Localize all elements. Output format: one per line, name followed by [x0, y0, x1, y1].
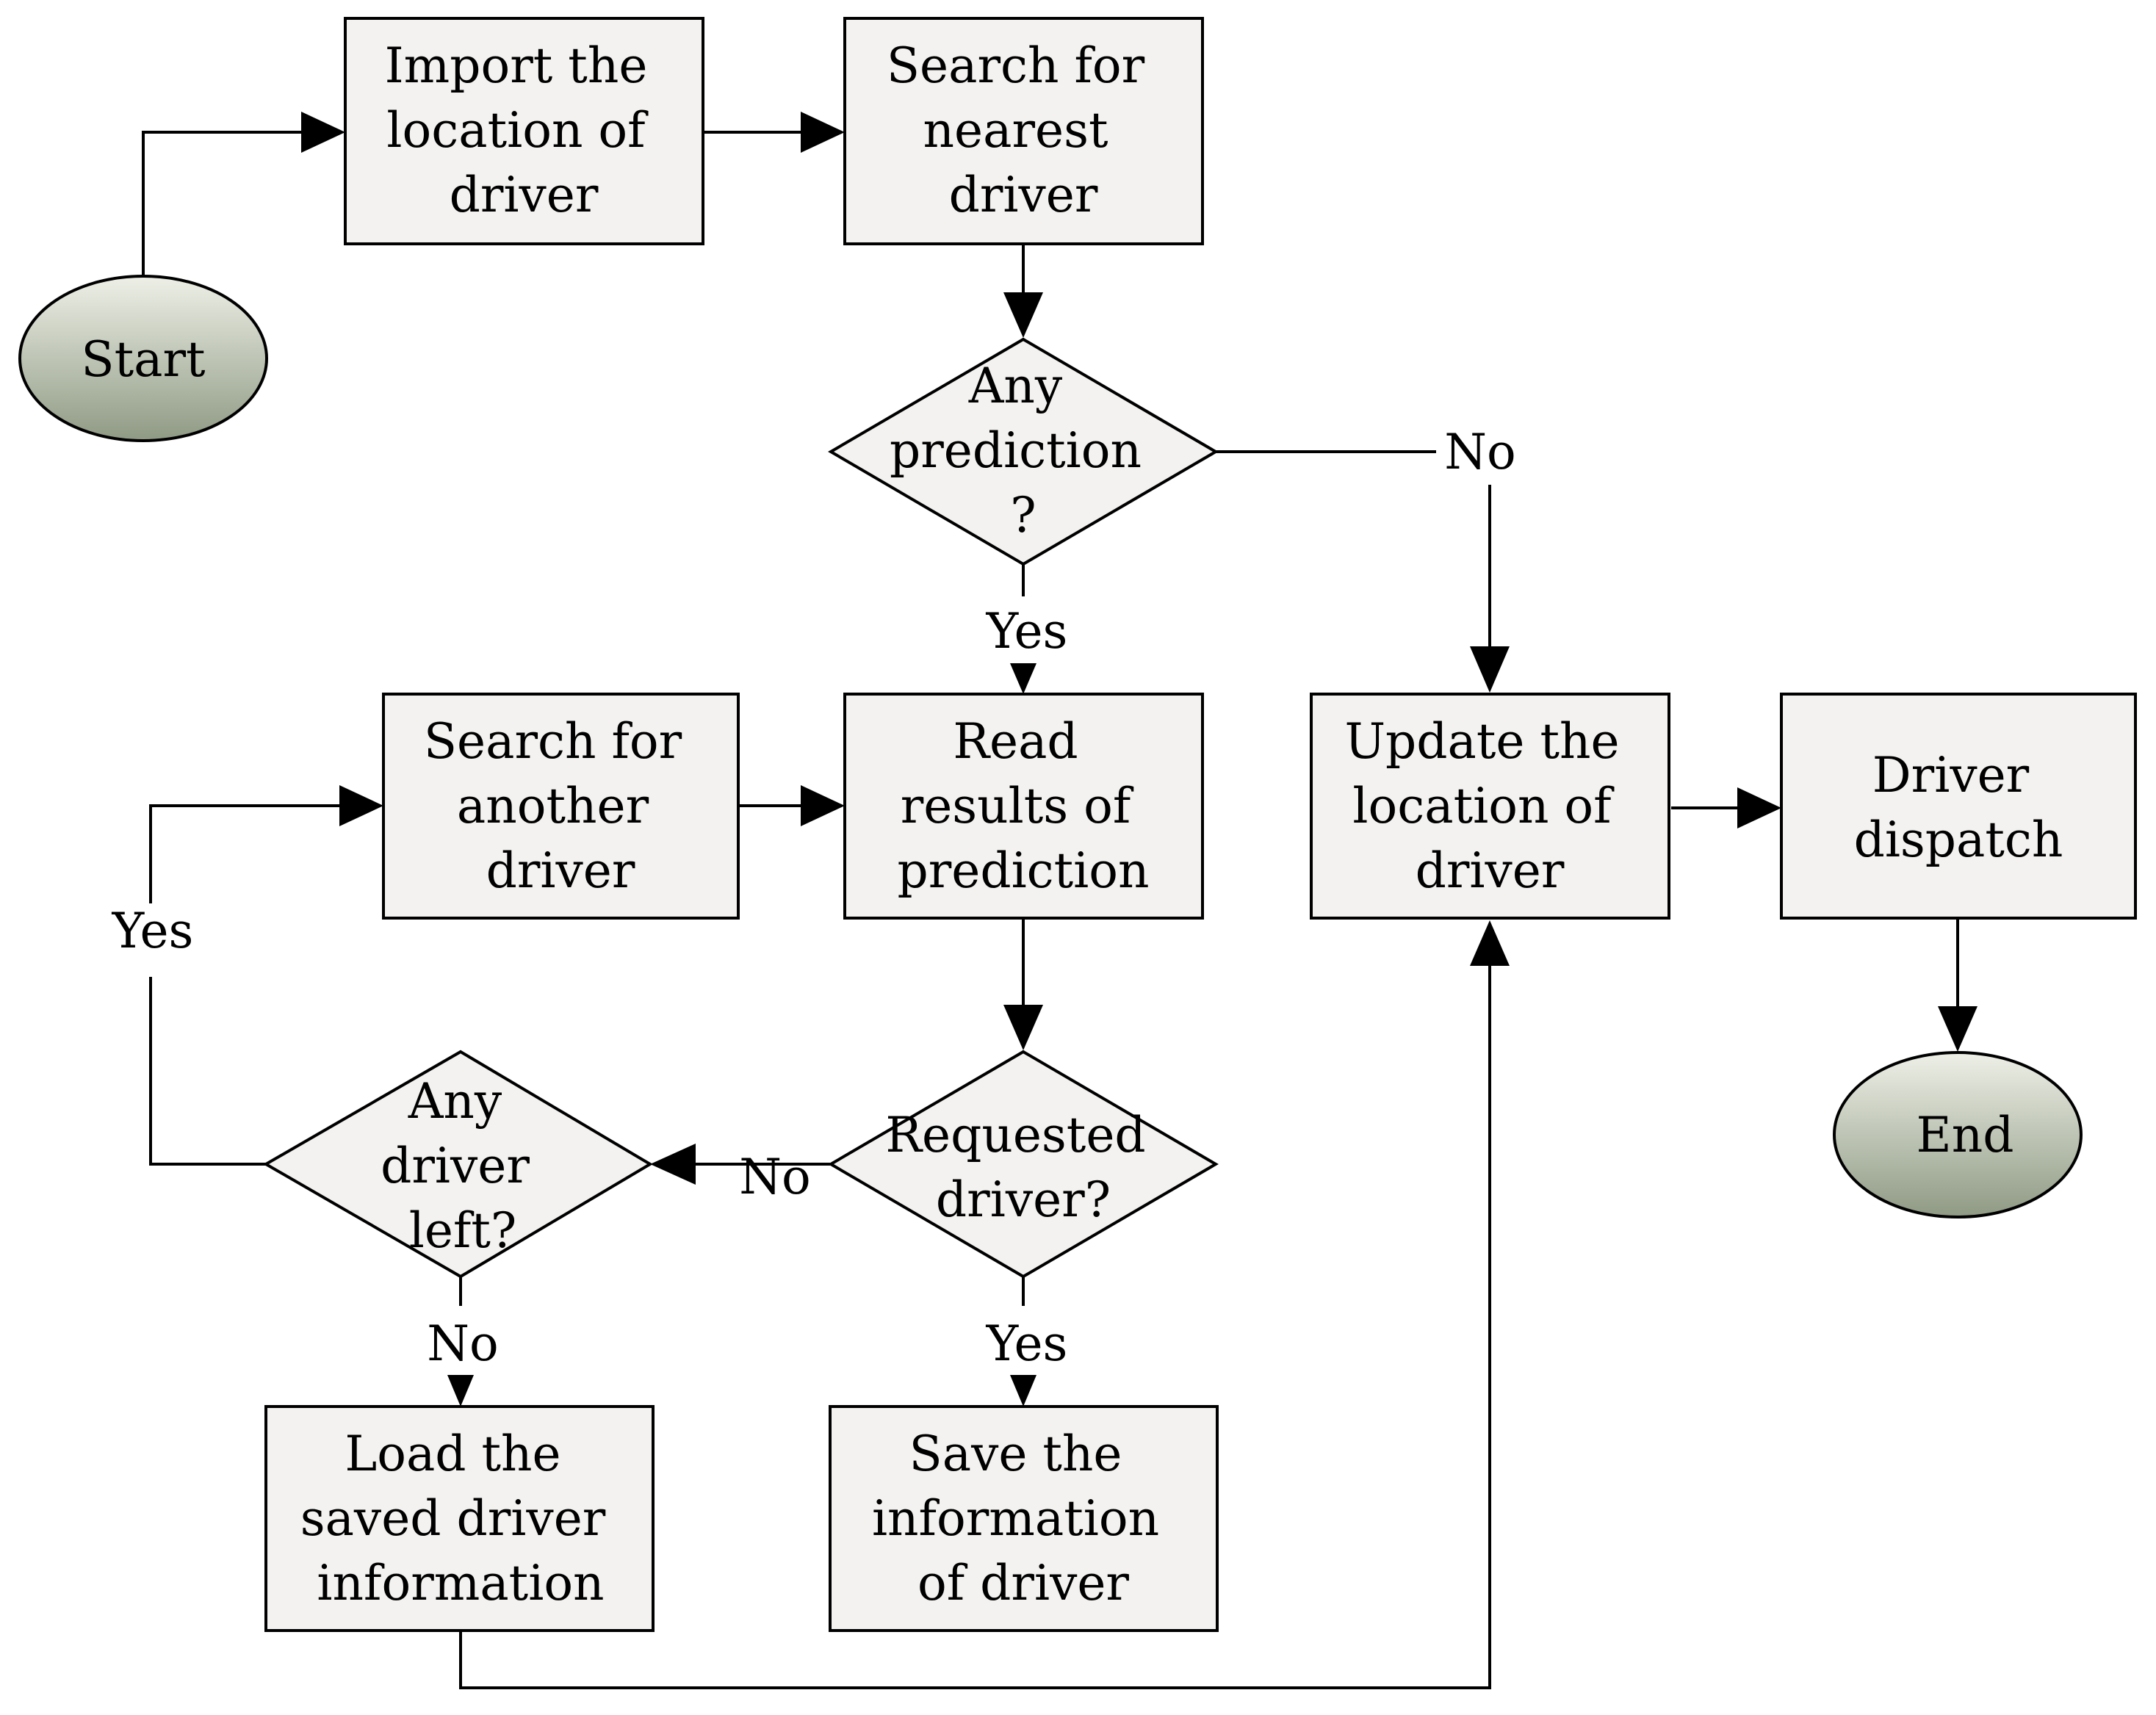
- read-results-shape: [843, 693, 1204, 920]
- read-results-line: Read: [953, 713, 1078, 770]
- edge-left-yes-loop-top: [149, 804, 339, 903]
- update-location-box: Update the location of driver: [1310, 693, 1670, 920]
- search-nearest-shape: [843, 17, 1204, 245]
- arrowhead-any-driver-left: [650, 1144, 696, 1185]
- search-nearest-line: driver: [949, 167, 1098, 223]
- any-driver-left-line: left?: [409, 1202, 517, 1259]
- left-no-label: No: [427, 1315, 499, 1372]
- any-prediction-line: Any: [968, 358, 1063, 414]
- search-another-line: driver: [486, 842, 635, 899]
- arrowhead-prediction: [1003, 292, 1043, 338]
- start-label: Start: [81, 331, 205, 388]
- arrowhead-requested: [1003, 1005, 1043, 1050]
- arrowhead-save-info: [1010, 1375, 1036, 1407]
- any-prediction-shape: [828, 337, 1219, 566]
- any-driver-left-shape: [263, 1050, 653, 1279]
- end-terminal: End: [1833, 1051, 2083, 1218]
- any-prediction-label: Any prediction ?: [890, 358, 1157, 544]
- search-another-shape: [382, 693, 740, 920]
- load-saved-line: Load the: [345, 1426, 560, 1482]
- edge-labels: No Yes No Yes Yes No: [112, 424, 1516, 1372]
- left-yes-label: Yes: [112, 903, 194, 959]
- import-location-line: Import the: [385, 37, 648, 94]
- update-location-line: location of: [1352, 778, 1615, 834]
- arrowhead-read-from-another: [801, 785, 845, 826]
- edge-start-to-import: [142, 131, 301, 275]
- save-info-shape: [829, 1405, 1219, 1632]
- load-saved-shape: [264, 1405, 655, 1632]
- update-location-shape: [1310, 693, 1670, 920]
- any-driver-left-decision: Any driver left?: [263, 1050, 653, 1279]
- edge-left-yes-loop: [149, 977, 266, 1166]
- arrowhead-read-results: [1010, 663, 1036, 694]
- import-location-line: driver: [450, 167, 599, 223]
- search-another-box: Search for another driver: [382, 693, 740, 920]
- arrowhead-search-another: [339, 785, 383, 826]
- read-results-label: Read results of prediction: [897, 713, 1149, 899]
- driver-dispatch-box: Driver dispatch: [1780, 693, 2137, 920]
- update-location-label: Update the location of driver: [1344, 713, 1634, 899]
- load-saved-box: Load the saved driver information: [264, 1405, 655, 1632]
- arrowhead-end: [1938, 1006, 1977, 1052]
- driver-dispatch-line: Driver: [1872, 747, 2030, 804]
- requested-driver-line: Requested: [885, 1107, 1145, 1163]
- search-nearest-label: Search for nearest driver: [887, 37, 1160, 223]
- any-driver-left-line: driver: [381, 1138, 530, 1194]
- import-location-label: Import the location of driver: [385, 37, 663, 223]
- load-saved-line: saved driver: [300, 1490, 606, 1547]
- edge-load-to-update: [459, 966, 1491, 1689]
- driver-dispatch-line: dispatch: [1854, 812, 2063, 868]
- load-saved-label: Load the saved driver information: [300, 1426, 621, 1611]
- arrowhead-load-saved: [447, 1375, 474, 1407]
- arrowhead-search-nearest: [801, 112, 845, 153]
- arrowhead-dispatch: [1737, 787, 1781, 828]
- requested-driver-line: driver?: [936, 1171, 1111, 1228]
- any-driver-left-line: Any: [408, 1073, 502, 1130]
- import-location-shape: [344, 17, 704, 245]
- arrowhead-update-from-load: [1470, 920, 1510, 966]
- update-location-line: driver: [1416, 842, 1565, 899]
- search-another-line: another: [457, 778, 649, 834]
- search-another-line: Search for: [424, 713, 682, 770]
- save-info-box: Save the information of driver: [829, 1405, 1219, 1632]
- requested-no-label: No: [739, 1149, 811, 1205]
- save-info-line: Save the: [909, 1426, 1122, 1482]
- save-info-line: information: [872, 1490, 1159, 1547]
- requested-driver-shape: [828, 1050, 1219, 1279]
- search-nearest-line: Search for: [887, 37, 1145, 94]
- import-location-box: Import the location of driver: [344, 17, 704, 245]
- search-nearest-line: nearest: [923, 102, 1108, 159]
- connectors: [142, 112, 1977, 1689]
- end-shape: [1833, 1051, 2083, 1218]
- requested-driver-decision: Requested driver?: [828, 1050, 1219, 1279]
- any-prediction-line: ?: [1010, 487, 1036, 544]
- any-driver-left-label: Any driver left?: [381, 1073, 545, 1259]
- search-another-label: Search for another driver: [424, 713, 697, 899]
- save-info-label: Save the information of driver: [872, 1426, 1175, 1611]
- requested-yes-label: Yes: [986, 1315, 1068, 1372]
- driver-dispatch-shape: [1780, 693, 2137, 920]
- any-prediction-line: prediction: [890, 422, 1142, 479]
- driver-dispatch-label: Driver dispatch: [1854, 747, 2063, 868]
- read-results-box: Read results of prediction: [843, 693, 1204, 920]
- start-terminal: Start: [18, 275, 268, 442]
- arrowhead-update-location: [1470, 646, 1510, 693]
- search-nearest-box: Search for nearest driver: [843, 17, 1204, 245]
- start-shape: [18, 275, 268, 442]
- any-prediction-decision: Any prediction ?: [828, 337, 1219, 566]
- save-info-line: of driver: [917, 1555, 1129, 1611]
- prediction-yes-label: Yes: [986, 603, 1068, 660]
- import-location-line: location of: [386, 102, 649, 159]
- arrowhead-import: [301, 112, 345, 153]
- prediction-no-label: No: [1444, 424, 1516, 480]
- read-results-line: results of: [901, 778, 1134, 834]
- load-saved-line: information: [317, 1555, 604, 1611]
- end-label: End: [1917, 1107, 2014, 1163]
- read-results-line: prediction: [897, 842, 1149, 899]
- requested-driver-label: Requested driver?: [885, 1107, 1161, 1228]
- update-location-line: Update the: [1344, 713, 1619, 770]
